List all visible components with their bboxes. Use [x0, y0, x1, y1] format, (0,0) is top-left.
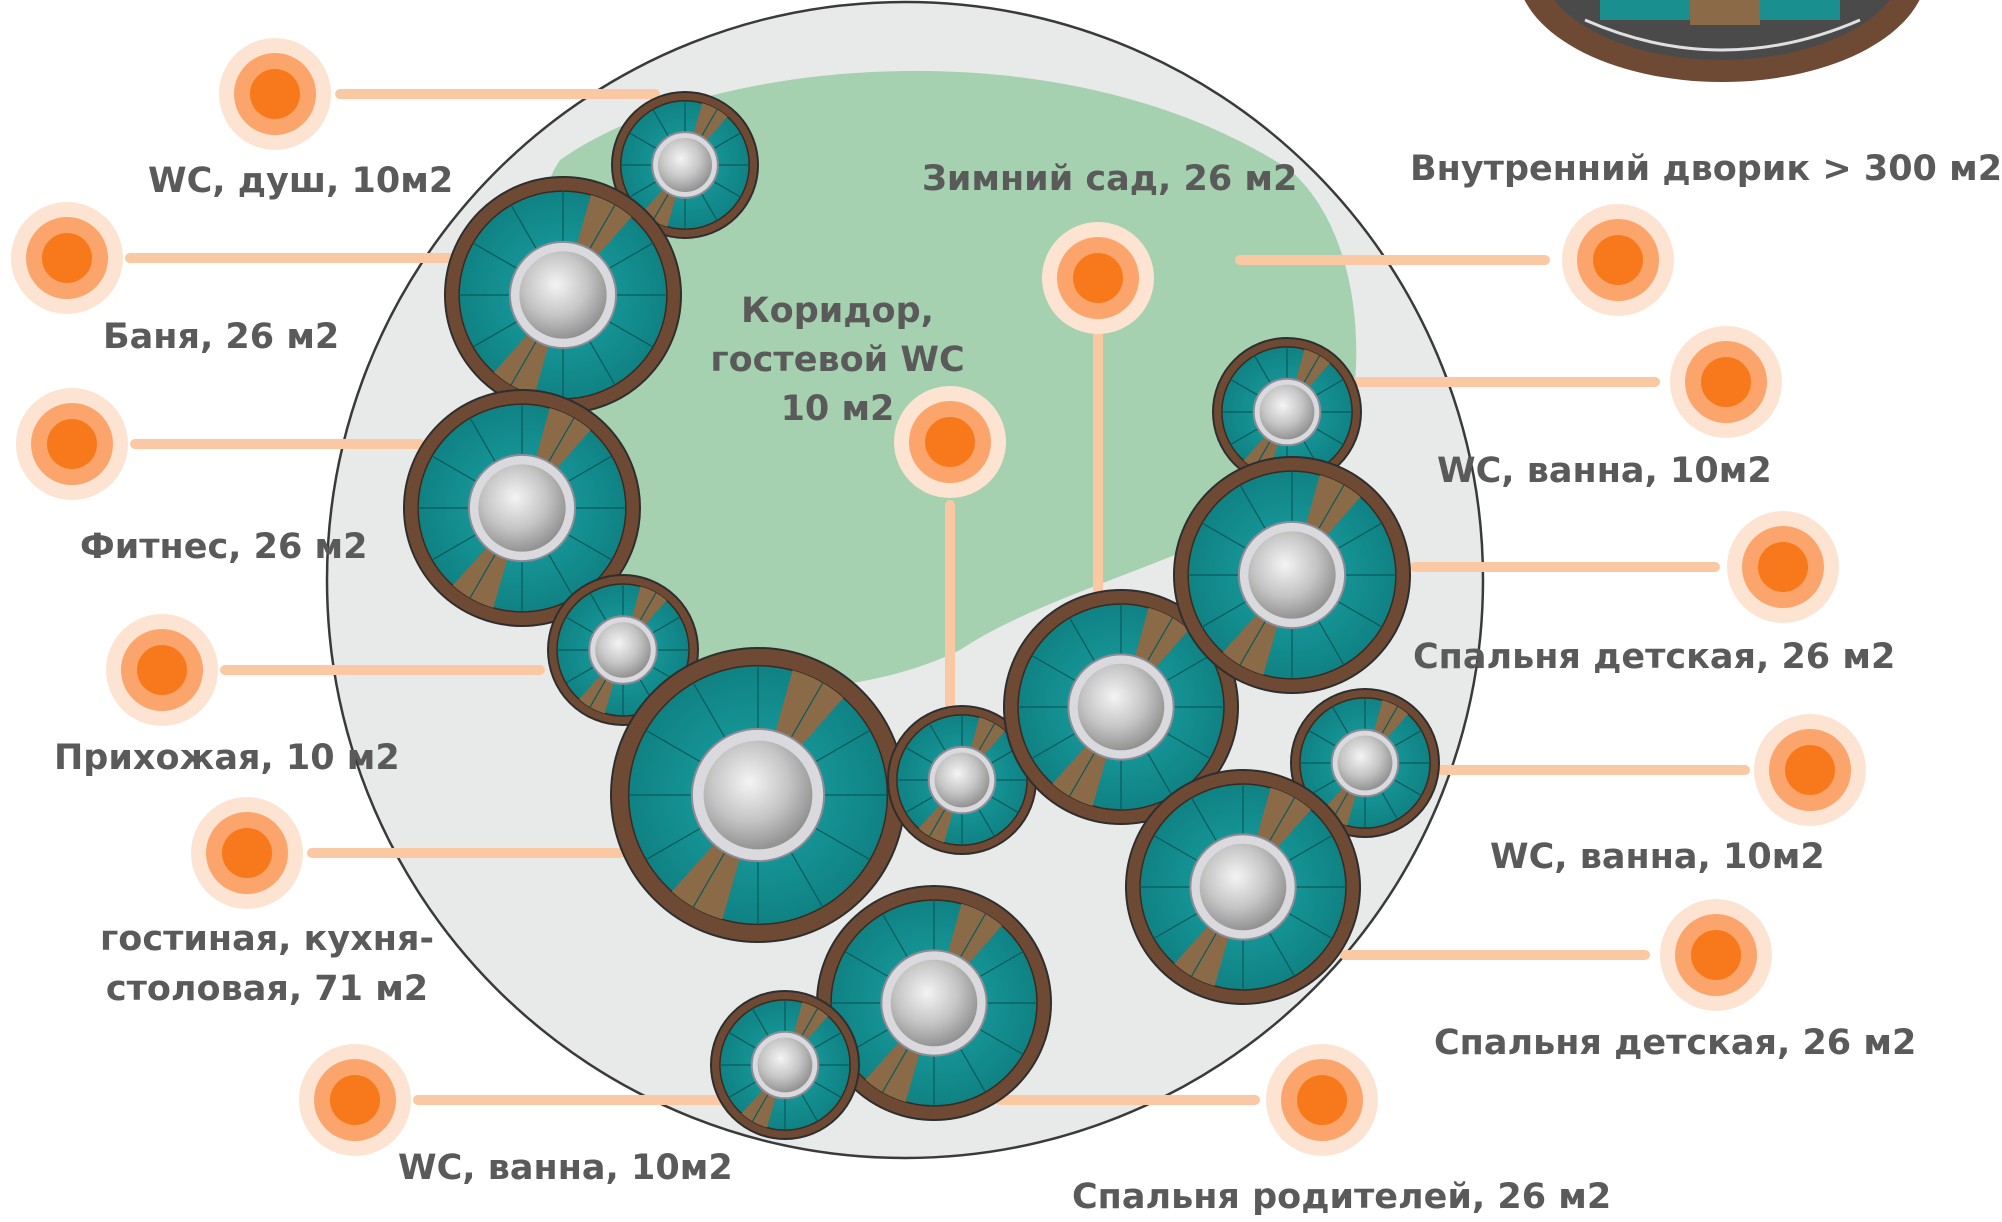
label-banya: Баня, 26 м2 [103, 317, 340, 357]
label-corridor-line2: гостевой WC [710, 340, 965, 380]
room-module [611, 91, 759, 239]
room-modules [403, 91, 1440, 1140]
room-marker [299, 1044, 411, 1156]
room-marker [191, 797, 303, 909]
room-module [610, 647, 906, 943]
courtyard-garden [542, 70, 1357, 691]
label-winter-garden: Зимний сад, 26 м2 [922, 159, 1298, 199]
plan-drawing [11, 0, 1920, 1160]
room-marker [1042, 222, 1154, 334]
room-marker [1266, 1044, 1378, 1156]
label-living-line2: столовая, 71 м2 [105, 969, 429, 1009]
label-corridor-line3: 10 м2 [780, 389, 895, 429]
room-module [887, 705, 1037, 855]
partial-module-top-right [1524, 0, 1920, 82]
label-wc-bath-right2: WC, ванна, 10м2 [1490, 837, 1825, 877]
room-marker [16, 388, 128, 500]
room-module [710, 990, 860, 1140]
room-marker [1660, 899, 1772, 1011]
label-kids-bedroom-2: Спальня детская, 26 м2 [1434, 1023, 1917, 1063]
room-marker [106, 614, 218, 726]
room-marker [1562, 204, 1674, 316]
room-module [444, 176, 682, 414]
room-module [1173, 456, 1411, 694]
room-module [816, 885, 1052, 1121]
room-markers [11, 38, 1866, 1156]
room-module [1125, 769, 1361, 1005]
room-marker [11, 202, 123, 314]
room-marker [1670, 326, 1782, 438]
plan-diagram: WC, душ, 10м2 Баня, 26 м2 Фитнес, 26 м2 … [11, 0, 2002, 1217]
room-marker [1727, 511, 1839, 623]
room-module [1212, 337, 1362, 487]
label-fitness: Фитнес, 26 м2 [80, 527, 368, 567]
room-module [1003, 589, 1239, 825]
label-wc-bath-right1: WC, ванна, 10м2 [1437, 451, 1772, 491]
room-marker [894, 386, 1006, 498]
leader-lines [125, 89, 1750, 1105]
room-marker [1754, 714, 1866, 826]
room-module [403, 389, 641, 627]
label-corridor-line1: Коридор, [741, 291, 934, 331]
label-kids-bedroom-1: Спальня детская, 26 м2 [1413, 637, 1896, 677]
room-marker [219, 38, 331, 150]
label-living-line1: гостиная, кухня- [100, 919, 434, 959]
label-wc-bath-bottom: WC, ванна, 10м2 [398, 1148, 733, 1188]
room-module [1290, 688, 1440, 838]
label-wc-shower: WC, душ, 10м2 [148, 161, 454, 201]
label-courtyard: Внутренний дворик > 300 м2 [1410, 149, 2002, 189]
label-parents-bedroom: Спальня родителей, 26 м2 [1072, 1177, 1612, 1217]
label-entrance: Прихожая, 10 м2 [54, 738, 400, 778]
